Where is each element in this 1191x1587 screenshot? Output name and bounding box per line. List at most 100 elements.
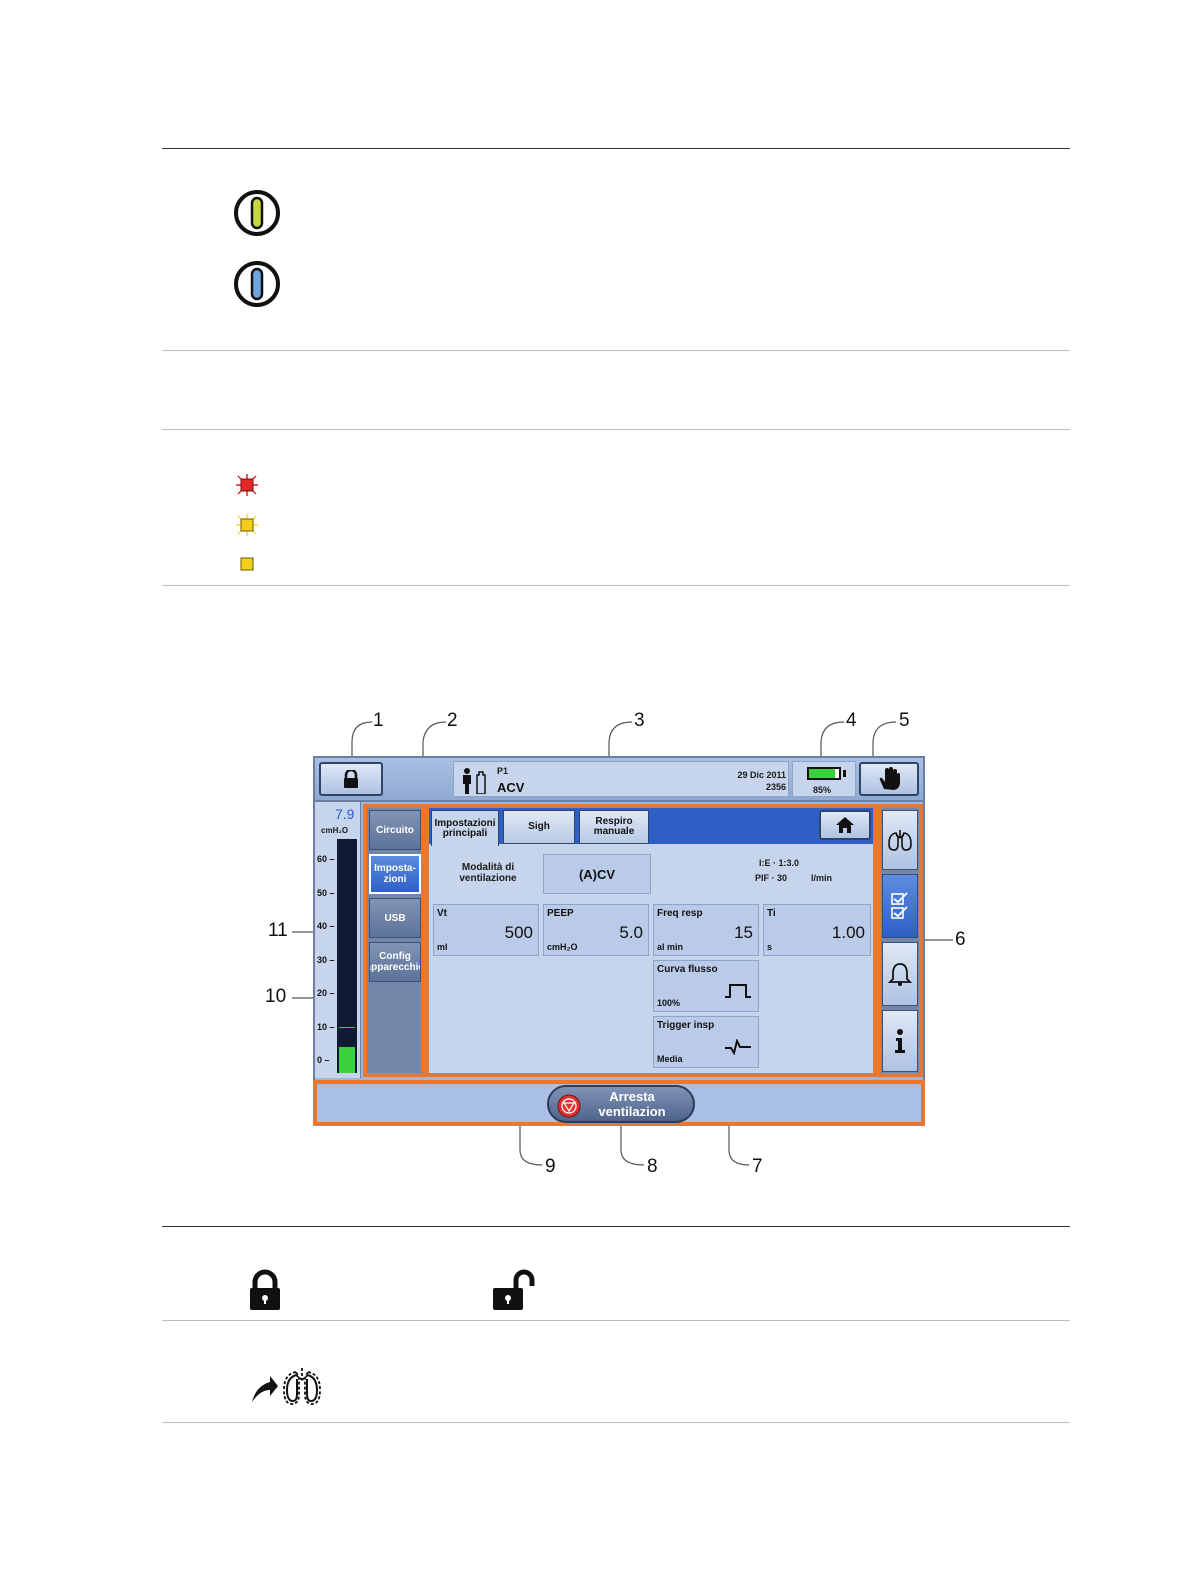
tab-respiro-manuale[interactable]: Respiro manuale: [579, 810, 649, 844]
patient-info-pane: P1 ACV 29 Dic 2011 2356: [453, 761, 789, 797]
pressure-tick-label: 10 –: [317, 1021, 335, 1032]
divider: [162, 1226, 1070, 1227]
sidebar-label: USB: [384, 912, 406, 924]
alarm-low-icon: [240, 557, 254, 571]
callout-8: 8: [647, 1156, 658, 1177]
param-name: Trigger insp: [657, 1020, 715, 1031]
divider: [162, 585, 1070, 586]
stop-ventilation-button[interactable]: Arresta ventilazion: [547, 1085, 695, 1123]
power-icon-yellow: [234, 190, 280, 236]
param-peep[interactable]: PEEP 5.0 cmH₂O: [543, 904, 649, 956]
hand-icon: [879, 767, 900, 790]
alarm-medium-icon: [236, 514, 258, 536]
power-icon-blue: [234, 261, 280, 307]
param-ti[interactable]: Ti 1.00 s: [763, 904, 871, 956]
param-value: 15: [734, 923, 753, 942]
battery-pane: 85%: [792, 761, 856, 797]
home-button[interactable]: [819, 810, 871, 840]
sidebar-nav: Circuito Imposta- zioni USB Config appar…: [363, 804, 425, 1077]
mode-value-button[interactable]: (A)CV: [543, 854, 651, 894]
pressure-tick-label: 30 –: [317, 954, 335, 965]
param-value: 1.00: [831, 923, 865, 942]
param-unit: ml: [437, 942, 448, 952]
param-unit: cmH₂O: [547, 942, 578, 952]
divider: [162, 429, 1070, 430]
sidebar-item-usb[interactable]: USB: [369, 898, 421, 938]
pressure-bar: [337, 839, 357, 1073]
tab-label: Respiro manuale: [593, 816, 635, 837]
tab-label: Impostazioni principali: [434, 817, 496, 839]
alarm-silence-button[interactable]: [859, 762, 919, 796]
sidebar-item-config[interactable]: Config apparecchio: [369, 942, 421, 982]
param-unit: Media: [657, 1054, 683, 1064]
alarms-button[interactable]: [882, 942, 918, 1006]
settings-panel: Impostazioni principali Sigh Respiro man…: [425, 804, 877, 1077]
callout-7: 7: [752, 1156, 763, 1177]
sidebar-item-impostazioni[interactable]: Imposta- zioni: [369, 854, 421, 894]
param-name: Curva flusso: [657, 964, 718, 975]
stop-label: Arresta ventilazion: [598, 1089, 666, 1119]
divider: [162, 1422, 1070, 1423]
battery-label: 85%: [813, 785, 832, 795]
waveforms-button[interactable]: [882, 810, 918, 870]
bottom-bar: Arresta ventilazion: [313, 1080, 925, 1126]
pressure-unit: cmH₂O: [321, 826, 349, 835]
lock-closed-icon: [250, 1269, 280, 1310]
param-value: 500: [504, 923, 533, 942]
param-vt[interactable]: Vt 500 ml: [433, 904, 539, 956]
param-value: 5.0: [619, 923, 643, 942]
stop-icon: [557, 1094, 581, 1118]
callout-1: 1: [373, 710, 384, 731]
settings-button[interactable]: [882, 874, 918, 938]
pif-value: PIF · 30: [755, 873, 788, 883]
info-icon: [895, 1029, 905, 1053]
battery-fill: [809, 769, 835, 778]
date: 29 Dic 2011: [737, 770, 786, 780]
param-name: Freq resp: [657, 908, 703, 919]
param-name: PEEP: [547, 908, 574, 919]
patient-id: P1: [497, 766, 509, 776]
param-name: Ti: [767, 908, 776, 919]
time: 2356: [765, 782, 786, 792]
param-freq-resp[interactable]: Freq resp 15 al min: [653, 904, 759, 956]
pressure-tick-label: 60 –: [317, 854, 335, 864]
mode-label: Modalità di ventilazione: [459, 862, 517, 884]
callout-5: 5: [899, 710, 910, 731]
alarm-high-icon: [236, 474, 258, 496]
tab-sigh[interactable]: Sigh: [503, 810, 575, 844]
lungs-icon: [888, 830, 912, 851]
lock-open-icon: [493, 1269, 535, 1310]
top-rule: [162, 148, 1070, 149]
patient-mode: ACV: [497, 780, 525, 795]
ventilator-screen: P1 ACV 29 Dic 2011 2356 85% 7.9 cmH₂O 60…: [313, 756, 925, 1126]
home-icon: [836, 817, 854, 833]
tab-impostazioni-principali[interactable]: Impostazioni principali: [431, 810, 499, 846]
ie-ratio: I:E · 1:3.0: [759, 858, 800, 868]
pressure-tick-label: 0 –: [317, 1055, 330, 1065]
callout-2: 2: [447, 710, 458, 731]
info-button[interactable]: [882, 1010, 918, 1072]
callout-9: 9: [545, 1156, 556, 1177]
pressure-bar-fill: [339, 1047, 355, 1073]
sidebar-item-circuito[interactable]: Circuito: [369, 810, 421, 850]
bell-icon: [888, 963, 912, 986]
pressure-tick-label: 40 –: [317, 921, 335, 931]
patient-icon: [463, 768, 486, 794]
battery-tip: [843, 770, 846, 777]
divider: [162, 1320, 1070, 1321]
pressure-panel: 7.9 cmH₂O 60 – 50 – 40 – 30 – 20 – 10 – 0 –: [315, 802, 361, 1078]
pressure-tick-label: 50 –: [317, 887, 335, 898]
lock-icon: [344, 770, 358, 788]
pressure-value: 7.9: [335, 806, 355, 822]
pif-unit: l/min: [811, 873, 833, 883]
param-trigger-insp[interactable]: Trigger insp Media: [653, 1016, 759, 1068]
param-unit: s: [767, 942, 773, 952]
lock-button[interactable]: [319, 762, 383, 796]
param-curva-flusso[interactable]: Curva flusso 100%: [653, 960, 759, 1012]
tab-label: Sigh: [528, 821, 550, 832]
manual-breath-lung-icon: [252, 1368, 321, 1405]
param-name: Vt: [437, 908, 447, 919]
pressure-tick-label: 20 –: [317, 988, 335, 998]
callout-6: 6: [955, 929, 966, 950]
battery-icon: [807, 767, 841, 780]
